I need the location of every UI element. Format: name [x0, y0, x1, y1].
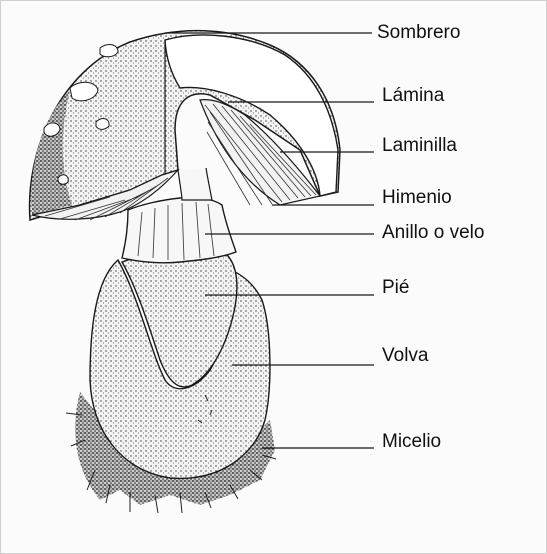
label-volva: Volva	[382, 345, 429, 366]
label-sombrero: Sombrero	[377, 22, 460, 43]
label-pie: Pié	[382, 277, 409, 298]
label-lamina: Lámina	[382, 85, 445, 106]
label-micelio: Micelio	[382, 431, 441, 452]
label-laminilla: Laminilla	[382, 135, 457, 156]
label-himenio: Himenio	[382, 187, 452, 208]
label-anillo: Anillo o velo	[382, 222, 484, 243]
